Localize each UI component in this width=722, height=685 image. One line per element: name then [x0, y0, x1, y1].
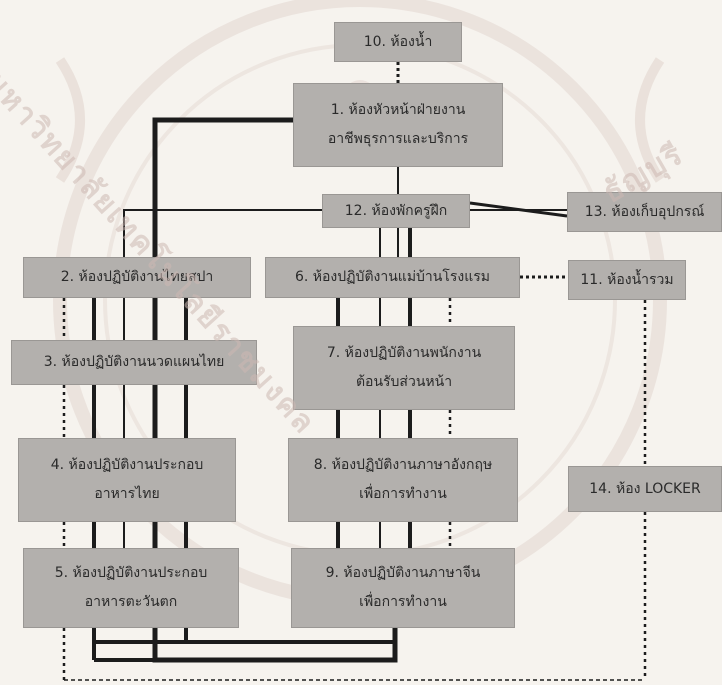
room-4-thai-cooking: 4. ห้องปฏิบัติงานประกอบ อาหารไทย	[18, 438, 236, 522]
room-9-chinese-for-work: 9. ห้องปฏิบัติงานภาษาจีน เพื่อการทำงาน	[291, 548, 515, 628]
room-2-label: 2. ห้องปฏิบัติงานไทยสปา	[60, 269, 214, 285]
room-7-label-line1: 7. ห้องปฏิบัติงานพนักงาน	[326, 345, 482, 361]
room-3-thai-massage: 3. ห้องปฏิบัติงานนวดแผนไทย	[11, 340, 257, 385]
room-9-label-line2: เพื่อการทำงาน	[359, 594, 447, 610]
room-11-public-restroom: 11. ห้องน้ำรวม	[568, 260, 686, 300]
room-1-head-office: 1. ห้องหัวหน้าฝ่ายงาน อาชีพธุรการและบริก…	[293, 83, 503, 167]
room-12-label: 12. ห้องพักครูฝึก	[344, 202, 448, 219]
room-12-instructor-lounge: 12. ห้องพักครูฝึก	[322, 194, 470, 228]
room-4-label-line2: อาหารไทย	[94, 486, 160, 502]
room-13-storage: 13. ห้องเก็บอุปกรณ์	[567, 192, 722, 232]
room-14-locker: 14. ห้อง LOCKER	[568, 466, 722, 512]
room-11-label: 11. ห้องน้ำรวม	[580, 271, 674, 288]
room-10-restroom: 10. ห้องน้ำ	[334, 22, 462, 62]
room-13-label: 13. ห้องเก็บอุปกรณ์	[584, 203, 705, 220]
room-8-label-line1: 8. ห้องปฏิบัติงานภาษาอังกฤษ	[313, 457, 493, 473]
room-6-hotel-housekeeping: 6. ห้องปฏิบัติงานแม่บ้านโรงแรม	[265, 257, 520, 298]
room-9-label-line1: 9. ห้องปฏิบัติงานภาษาจีน	[325, 565, 481, 581]
room-8-english-for-work: 8. ห้องปฏิบัติงานภาษาอังกฤษ เพื่อการทำงา…	[288, 438, 518, 522]
room-4-label-line1: 4. ห้องปฏิบัติงานประกอบ	[50, 457, 204, 473]
room-1-label-line2: อาชีพธุรการและบริการ	[327, 131, 469, 147]
room-8-label-line2: เพื่อการทำงาน	[359, 486, 447, 502]
room-7-front-office: 7. ห้องปฏิบัติงานพนักงาน ต้อนรับส่วนหน้า	[293, 326, 515, 410]
room-3-label: 3. ห้องปฏิบัติงานนวดแผนไทย	[43, 354, 225, 370]
room-5-label-line2: อาหารตะวันตก	[84, 594, 178, 610]
room-10-label: 10. ห้องน้ำ	[363, 33, 433, 50]
room-5-label-line1: 5. ห้องปฏิบัติงานประกอบ	[54, 565, 208, 581]
room-5-western-cooking: 5. ห้องปฏิบัติงานประกอบ อาหารตะวันตก	[23, 548, 239, 628]
room-2-thai-spa: 2. ห้องปฏิบัติงานไทยสปา	[23, 257, 251, 298]
room-1-label-line1: 1. ห้องหัวหน้าฝ่ายงาน	[330, 102, 466, 118]
room-6-label: 6. ห้องปฏิบัติงานแม่บ้านโรงแรม	[294, 269, 491, 285]
room-7-label-line2: ต้อนรับส่วนหน้า	[355, 374, 453, 390]
room-14-label: 14. ห้อง LOCKER	[589, 480, 701, 497]
